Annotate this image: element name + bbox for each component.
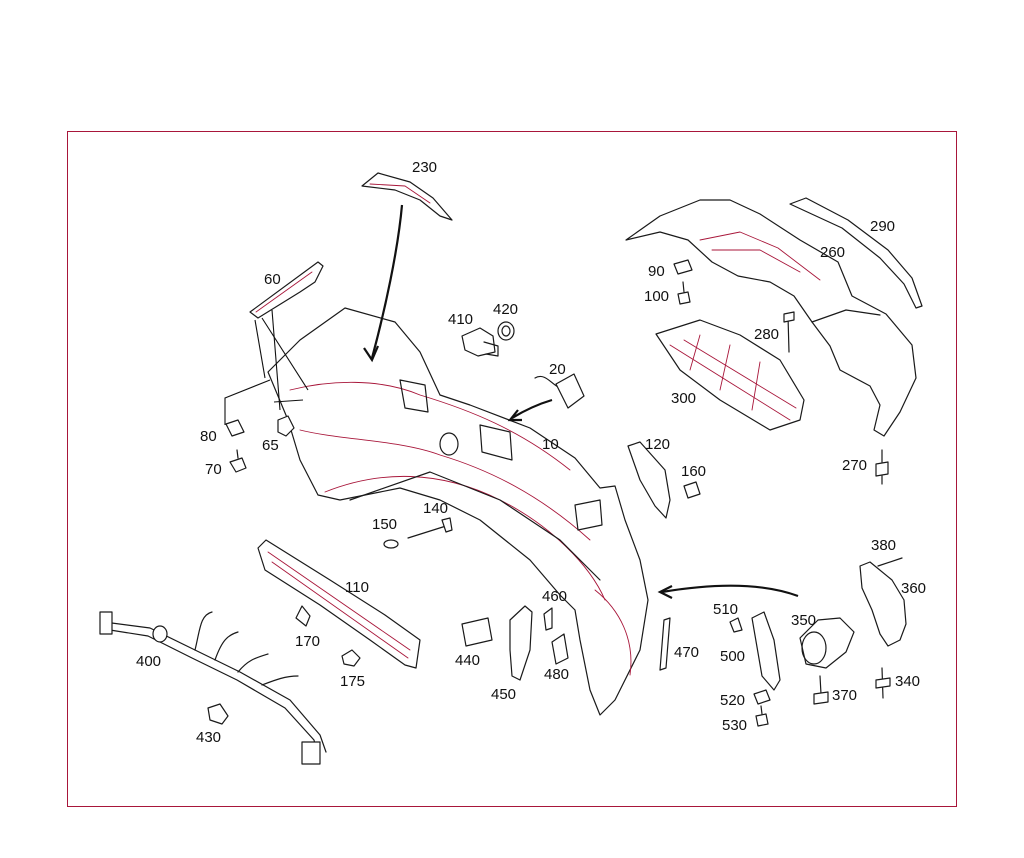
part-520-clip xyxy=(753,689,771,705)
label-400: 400 xyxy=(136,653,161,670)
label-140: 140 xyxy=(423,500,448,517)
label-460: 460 xyxy=(542,588,567,605)
part-280-rivet xyxy=(783,311,795,353)
part-480-bracket xyxy=(551,633,569,665)
part-140-bolt xyxy=(407,517,453,539)
label-175: 175 xyxy=(340,673,365,690)
part-290-strip xyxy=(789,197,923,309)
part-470-strip xyxy=(659,617,671,671)
part-20-tow-cap xyxy=(534,373,585,409)
part-300-grille xyxy=(655,319,805,431)
label-280: 280 xyxy=(754,326,779,343)
part-labels: 230 60 410 420 20 10 80 65 70 150 140 11… xyxy=(136,159,926,746)
diagram-frame xyxy=(67,131,957,807)
part-70-screw xyxy=(229,449,247,473)
part-380-screw xyxy=(877,557,903,567)
part-110-impact-strip xyxy=(257,539,421,669)
label-360: 360 xyxy=(901,580,926,597)
part-460-clip xyxy=(543,607,553,631)
label-470: 470 xyxy=(674,644,699,661)
part-120-bracket xyxy=(627,441,671,519)
label-270: 270 xyxy=(842,457,867,474)
label-170: 170 xyxy=(295,633,320,650)
label-100: 100 xyxy=(644,288,669,305)
label-70: 70 xyxy=(205,461,222,478)
part-270-screw xyxy=(875,449,889,485)
part-430-connector xyxy=(207,703,229,725)
part-350-housing xyxy=(799,617,855,669)
label-500: 500 xyxy=(720,648,745,665)
label-110: 110 xyxy=(345,579,369,596)
leader-lines xyxy=(224,309,309,425)
label-290: 290 xyxy=(870,218,895,235)
label-480: 480 xyxy=(544,666,569,683)
part-230-trim xyxy=(361,172,453,221)
part-170-clip xyxy=(295,605,311,627)
label-430: 430 xyxy=(196,729,221,746)
part-370-screw xyxy=(813,675,829,705)
part-10-bumper-cover xyxy=(267,307,649,716)
part-100-screw xyxy=(677,281,691,305)
part-60-bracket xyxy=(249,261,324,319)
label-20: 20 xyxy=(549,361,566,378)
label-450: 450 xyxy=(491,686,516,703)
label-80: 80 xyxy=(200,428,217,445)
label-440: 440 xyxy=(455,652,480,669)
label-10: 10 xyxy=(542,436,559,453)
label-60: 60 xyxy=(264,271,281,288)
label-120: 120 xyxy=(645,436,670,453)
label-65: 65 xyxy=(262,437,279,454)
part-530-screw xyxy=(755,705,769,727)
part-80-clip xyxy=(225,419,245,437)
label-90: 90 xyxy=(648,263,665,280)
label-300: 300 xyxy=(671,390,696,407)
part-65-clip xyxy=(277,415,295,437)
part-420-ring xyxy=(497,321,515,341)
label-370: 370 xyxy=(832,687,857,704)
label-530: 530 xyxy=(722,717,747,734)
label-160: 160 xyxy=(681,463,706,480)
label-340: 340 xyxy=(895,673,920,690)
part-90-clip xyxy=(673,259,693,275)
label-260: 260 xyxy=(820,244,845,261)
label-420: 420 xyxy=(493,301,518,318)
part-150-washer xyxy=(383,539,399,549)
part-400-wiring-harness xyxy=(99,611,327,765)
part-410-sensor xyxy=(461,327,499,357)
part-360-bracket xyxy=(859,561,907,647)
label-350: 350 xyxy=(791,612,816,629)
part-340-screw xyxy=(875,667,891,699)
label-380: 380 xyxy=(871,537,896,554)
part-450-bracket xyxy=(509,605,533,681)
part-160-clip xyxy=(683,481,701,499)
label-410: 410 xyxy=(448,311,473,328)
label-150: 150 xyxy=(372,516,397,533)
label-510: 510 xyxy=(713,601,738,618)
label-520: 520 xyxy=(720,692,745,709)
label-230: 230 xyxy=(412,159,437,176)
part-440-module xyxy=(461,617,493,647)
part-175-nut xyxy=(341,649,361,667)
part-500-bracket xyxy=(751,611,781,691)
assembly-arrows xyxy=(363,204,799,599)
part-510-nut xyxy=(729,617,743,633)
part-260-reinforcement xyxy=(625,199,917,437)
